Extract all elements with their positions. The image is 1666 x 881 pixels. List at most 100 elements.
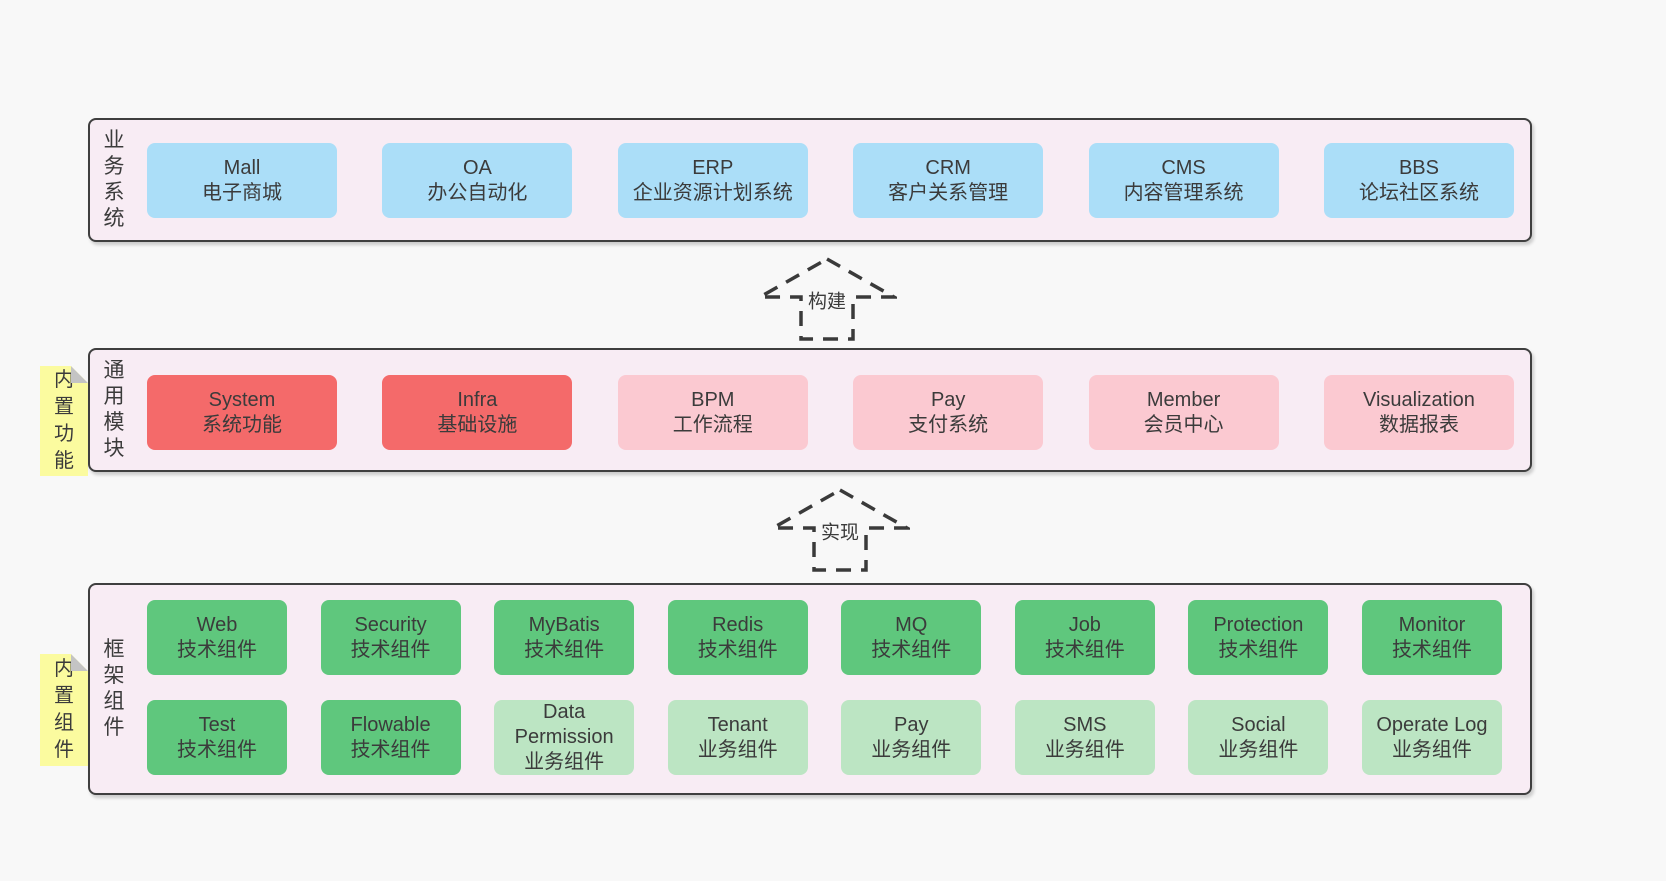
- box-subtitle: 技术组件: [1044, 638, 1125, 661]
- box-title: Protection: [1213, 613, 1304, 636]
- box-title: Test: [198, 713, 236, 736]
- box-subtitle: 企业资源计划系统: [632, 181, 793, 204]
- box-title: Pay: [930, 388, 966, 411]
- box-system: System 系统功能: [147, 375, 337, 450]
- box-title: Tenant: [707, 713, 768, 736]
- box-title: System: [208, 388, 276, 411]
- box-subtitle: 技术组件: [177, 738, 257, 761]
- arrow-build-label: 构建: [804, 285, 850, 315]
- box-social: Social 业务组件: [1188, 700, 1329, 775]
- box-title: CRM: [925, 156, 971, 179]
- box-subtitle: 技术组件: [1391, 638, 1472, 661]
- box-title: Security: [354, 613, 427, 636]
- band-label-framework-components: 框架组件: [103, 638, 125, 739]
- box-title: Pay: [894, 713, 929, 736]
- note-fold-icon: [71, 654, 88, 671]
- box-subtitle: 技术组件: [350, 638, 431, 661]
- arrow-up-icon: [770, 487, 910, 572]
- box-subtitle: 业务组件: [1044, 738, 1125, 761]
- box-title: Monitor: [1398, 613, 1466, 636]
- box-security: Security 技术组件: [320, 600, 461, 675]
- box-erp: ERP 企业资源计划系统: [617, 143, 808, 218]
- box-title: Infra: [457, 388, 498, 411]
- framework-components-row-2: Test 技术组件 Flowable 技术组件 Data Permission …: [147, 700, 1502, 775]
- box-title: Member: [1146, 388, 1221, 411]
- box-bbs: BBS 论坛社区系统: [1323, 143, 1514, 218]
- arrow-up-icon: [757, 256, 897, 341]
- box-visualization: Visualization 数据报表: [1323, 375, 1514, 450]
- box-subtitle: 客户关系管理: [888, 181, 1009, 204]
- box-protection: Protection 技术组件: [1188, 600, 1329, 675]
- box-bpm: BPM 工作流程: [617, 375, 808, 450]
- box-subtitle: 业务组件: [871, 738, 952, 761]
- box-subtitle: 技术组件: [1218, 638, 1299, 661]
- box-subtitle: 技术组件: [871, 638, 952, 661]
- common-modules-row: System 系统功能 Infra 基础设施 BPM 工作流程 Pay 支付系统…: [147, 375, 1514, 450]
- note-text: 内置功能: [54, 369, 74, 472]
- box-monitor: Monitor 技术组件: [1361, 600, 1502, 675]
- band-framework-components: 框架组件 Web 技术组件 Security 技术组件 MyBatis 技术组件…: [88, 583, 1532, 795]
- box-tenant: Tenant 业务组件: [667, 700, 808, 775]
- box-subtitle: 论坛社区系统: [1358, 181, 1479, 204]
- box-title: Operate Log: [1376, 713, 1488, 736]
- box-sms: SMS 业务组件: [1014, 700, 1155, 775]
- box-mall: Mall 电子商城: [147, 143, 337, 218]
- box-operate-log: Operate Log 业务组件: [1361, 700, 1502, 775]
- box-title: BPM: [691, 388, 735, 411]
- box-title: OA: [462, 156, 492, 179]
- box-subtitle: 技术组件: [697, 638, 778, 661]
- box-title: BBS: [1398, 156, 1439, 179]
- note-text: 内置组件: [54, 658, 74, 761]
- box-title: CMS: [1161, 156, 1206, 179]
- box-title: MQ: [895, 613, 928, 636]
- box-title: ERP: [692, 156, 734, 179]
- box-subtitle: 电子商城: [202, 181, 282, 204]
- box-title: Mall: [223, 156, 261, 179]
- box-flowable: Flowable 技术组件: [320, 700, 461, 775]
- band-label-business-systems: 业务系统: [103, 129, 125, 230]
- box-subtitle: 技术组件: [177, 638, 257, 661]
- box-mq: MQ 技术组件: [841, 600, 982, 675]
- sticky-note-built-in-functions: 内置功能: [40, 366, 88, 476]
- box-subtitle: 会员中心: [1143, 413, 1224, 436]
- box-infra: Infra 基础设施: [382, 375, 573, 450]
- box-title: Job: [1068, 613, 1101, 636]
- arrow-build: 构建: [757, 256, 897, 342]
- box-subtitle: 基础设施: [437, 413, 518, 436]
- box-subtitle: 工作流程: [672, 413, 753, 436]
- box-pay-component: Pay 业务组件: [841, 700, 982, 775]
- box-title: Visualization: [1362, 388, 1475, 411]
- band-label-common-modules: 通用模块: [103, 359, 125, 460]
- box-cms: CMS 内容管理系统: [1088, 143, 1279, 218]
- box-redis: Redis 技术组件: [667, 600, 808, 675]
- box-title: Data Permission: [514, 701, 614, 748]
- box-subtitle: 业务组件: [697, 738, 778, 761]
- box-test: Test 技术组件: [147, 700, 287, 775]
- arrow-implement-label: 实现: [817, 516, 863, 546]
- box-oa: OA 办公自动化: [382, 143, 573, 218]
- box-data-permission: Data Permission 业务组件: [494, 700, 635, 775]
- box-title: MyBatis: [528, 613, 600, 636]
- business-systems-row: Mall 电子商城 OA 办公自动化 ERP 企业资源计划系统 CRM 客户关系…: [147, 143, 1514, 218]
- box-member: Member 会员中心: [1088, 375, 1279, 450]
- box-subtitle: 技术组件: [524, 638, 605, 661]
- box-subtitle: 内容管理系统: [1123, 181, 1244, 204]
- box-title: Redis: [712, 613, 764, 636]
- box-subtitle: 支付系统: [908, 413, 989, 436]
- box-subtitle: 业务组件: [1218, 738, 1299, 761]
- band-common-modules: 通用模块 System 系统功能 Infra 基础设施 BPM 工作流程 Pay…: [88, 348, 1532, 472]
- box-subtitle: 办公自动化: [427, 181, 528, 204]
- band-business-systems: 业务系统 Mall 电子商城 OA 办公自动化 ERP 企业资源计划系统 CRM…: [88, 118, 1532, 242]
- note-fold-icon: [71, 366, 88, 383]
- box-subtitle: 业务组件: [524, 751, 605, 773]
- box-title: Flowable: [350, 713, 431, 736]
- sticky-note-built-in-components: 内置组件: [40, 654, 88, 766]
- box-crm: CRM 客户关系管理: [853, 143, 1044, 218]
- box-pay: Pay 支付系统: [853, 375, 1044, 450]
- box-subtitle: 数据报表: [1378, 413, 1459, 436]
- box-job: Job 技术组件: [1014, 600, 1155, 675]
- box-subtitle: 业务组件: [1391, 738, 1472, 761]
- box-title: Social: [1231, 713, 1286, 736]
- arrow-implement: 实现: [770, 487, 910, 573]
